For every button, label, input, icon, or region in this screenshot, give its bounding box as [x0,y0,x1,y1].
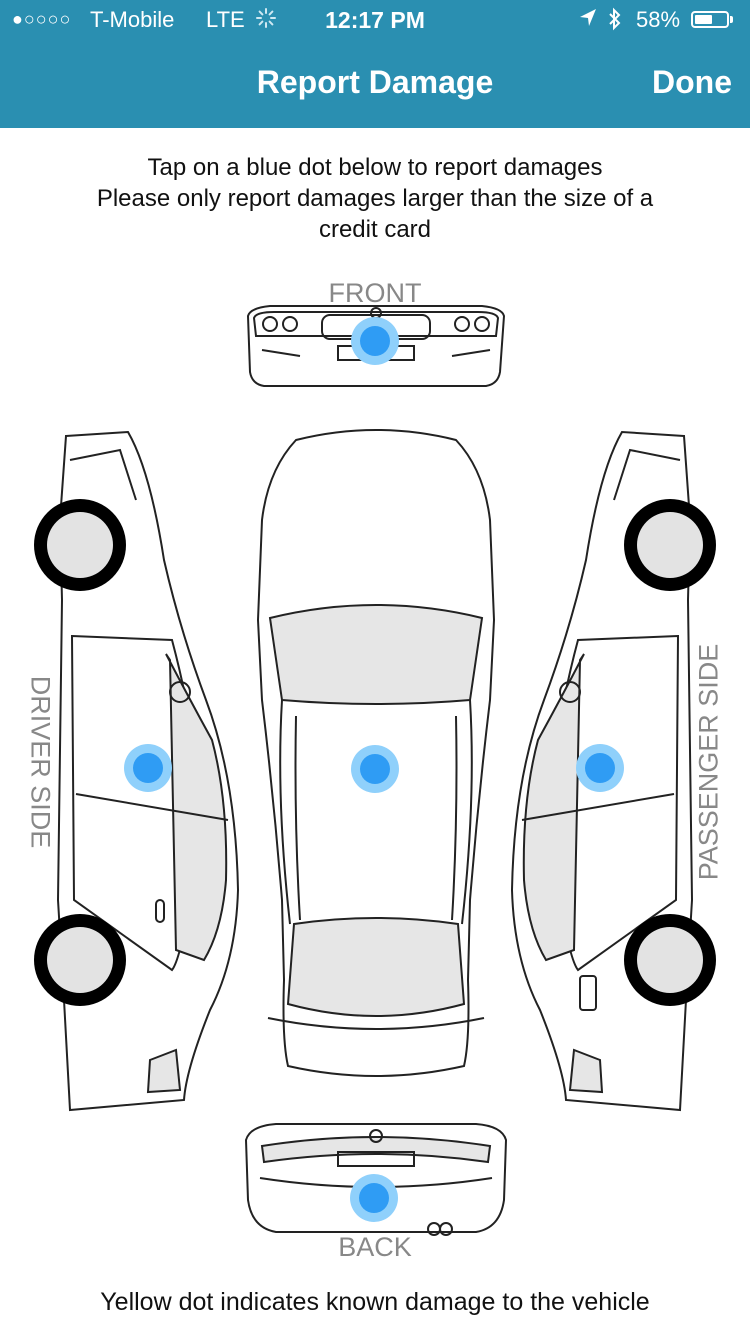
done-button[interactable]: Done [652,64,732,100]
battery-cap [730,16,733,23]
instruction-line-2: Please only report damages larger than t… [96,185,654,212]
location-arrow-icon [578,7,598,35]
damage-dot-top[interactable] [351,745,399,793]
battery-level-fill [695,15,712,24]
signal-strength: ●○○○○ [12,9,72,29]
instruction-line-3: credit card [318,216,432,243]
carrier-name: T-Mobile [90,7,175,32]
page-title: Report Damage [256,64,494,100]
damage-dot-passenger-side[interactable] [576,744,624,792]
car-back-view [244,1123,508,1236]
damage-dot-front[interactable] [351,317,399,365]
car-top-view [256,429,496,1077]
battery-icon [691,11,729,28]
status-time: 12:17 PM [325,7,425,33]
activity-spinner-icon [255,7,277,35]
instruction-line-1: Tap on a blue dot below to report damage… [147,154,603,181]
bluetooth-icon [606,7,624,37]
front-label: FRONT [328,278,422,308]
back-label: BACK [338,1232,412,1262]
status-bar: ●○○○○ T-Mobile LTE 12:17 PM 58% [0,0,750,40]
passenger-side-label: PASSENGER SIDE [693,643,724,881]
driver-side-label: DRIVER SIDE [25,675,56,849]
instructions-text: Tap on a blue dot below to report damage… [40,152,710,245]
car-driver-side-view [56,430,240,1112]
damage-dot-driver-side[interactable] [124,744,172,792]
damage-dot-back[interactable] [350,1174,398,1222]
wheels [34,499,716,1006]
car-passenger-side-view [510,430,694,1112]
navigation-bar: Report Damage Done [0,40,750,128]
battery-percentage: 58% [636,7,681,32]
network-type: LTE [206,7,245,32]
footer-note: Yellow dot indicates known damage to the… [100,1288,650,1316]
